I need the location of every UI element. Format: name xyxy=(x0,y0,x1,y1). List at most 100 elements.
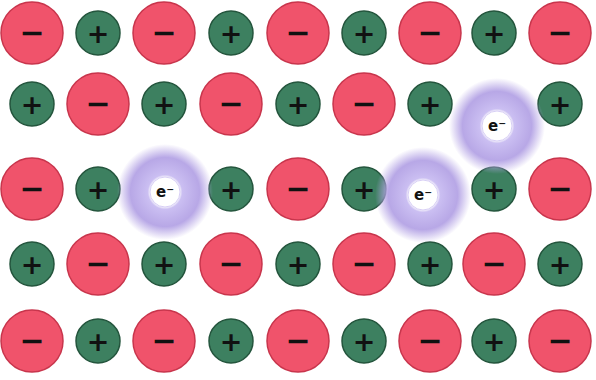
anion-circle: − xyxy=(0,157,64,221)
cation-body xyxy=(342,11,386,55)
anion-circle: − xyxy=(266,157,330,221)
anion-circle: − xyxy=(462,232,526,296)
cation-circle: + xyxy=(275,241,321,287)
charge-sign: + xyxy=(21,91,44,118)
charge-sign: − xyxy=(85,89,110,119)
cation-body xyxy=(76,167,120,211)
anion-body xyxy=(267,158,329,220)
charge-sign: − xyxy=(151,326,176,356)
anion-circle: − xyxy=(0,309,64,373)
anion-circle: − xyxy=(66,72,130,136)
trapped-electron: e⁻ xyxy=(375,147,471,243)
cation-circle: + xyxy=(75,318,121,364)
charge-sign: − xyxy=(417,326,442,356)
anion-body xyxy=(1,2,63,64)
trapped-electron: e⁻ xyxy=(449,78,545,174)
anion-body xyxy=(267,2,329,64)
charge-sign: − xyxy=(218,249,243,279)
cation-circle: + xyxy=(141,241,187,287)
charge-sign: + xyxy=(287,251,310,278)
charge-sign: + xyxy=(153,251,176,278)
cation-body xyxy=(538,242,582,286)
cation-circle: + xyxy=(275,81,321,127)
charge-sign: + xyxy=(153,91,176,118)
charge-sign: + xyxy=(419,251,442,278)
charge-sign: − xyxy=(19,326,44,356)
charge-sign: − xyxy=(417,18,442,48)
electron-core xyxy=(408,180,438,210)
charge-sign: + xyxy=(483,176,506,203)
anion-body xyxy=(333,73,395,135)
cation-circle: + xyxy=(75,166,121,212)
charge-sign: + xyxy=(483,328,506,355)
charge-sign: + xyxy=(21,251,44,278)
charge-sign: + xyxy=(353,176,376,203)
cation-body xyxy=(142,82,186,126)
anion-body xyxy=(200,233,262,295)
anion-body xyxy=(1,310,63,372)
cation-body xyxy=(472,11,516,55)
cation-body xyxy=(209,319,253,363)
anion-circle: − xyxy=(266,1,330,65)
cation-circle: + xyxy=(471,318,517,364)
cation-body xyxy=(10,242,54,286)
charge-sign: + xyxy=(353,20,376,47)
anion-body xyxy=(463,233,525,295)
anion-body xyxy=(529,310,591,372)
cation-circle: + xyxy=(341,10,387,56)
cation-body xyxy=(209,167,253,211)
anion-circle: − xyxy=(332,232,396,296)
anion-circle: − xyxy=(528,157,592,221)
charge-sign: + xyxy=(220,328,243,355)
charge-sign: + xyxy=(87,20,110,47)
anion-circle: − xyxy=(132,309,196,373)
charge-sign: + xyxy=(549,91,572,118)
charge-sign: − xyxy=(285,174,310,204)
anion-body xyxy=(67,73,129,135)
charge-sign: − xyxy=(218,89,243,119)
cation-body xyxy=(472,167,516,211)
charge-sign: + xyxy=(287,91,310,118)
cation-circle: + xyxy=(9,241,55,287)
trapped-electron: e⁻ xyxy=(117,144,213,240)
anion-circle: − xyxy=(199,72,263,136)
cation-circle: + xyxy=(471,10,517,56)
cation-circle: + xyxy=(407,241,453,287)
charge-sign: + xyxy=(87,328,110,355)
charge-sign: − xyxy=(85,249,110,279)
cation-circle: + xyxy=(341,318,387,364)
electron-halo xyxy=(449,78,545,174)
anion-body xyxy=(200,73,262,135)
anion-body xyxy=(267,310,329,372)
anion-circle: − xyxy=(66,232,130,296)
cation-body xyxy=(76,319,120,363)
anion-body xyxy=(529,2,591,64)
charge-sign: − xyxy=(481,249,506,279)
electron-label: e⁻ xyxy=(488,119,506,134)
charge-sign: + xyxy=(220,20,243,47)
cation-body xyxy=(276,242,320,286)
cation-body xyxy=(10,82,54,126)
electron-core xyxy=(482,111,512,141)
anion-body xyxy=(1,158,63,220)
charge-sign: − xyxy=(19,174,44,204)
charge-sign: − xyxy=(285,18,310,48)
anion-body xyxy=(399,310,461,372)
cation-circle: + xyxy=(407,81,453,127)
cation-body xyxy=(472,319,516,363)
cation-body xyxy=(408,82,452,126)
cation-circle: + xyxy=(75,10,121,56)
charge-sign: − xyxy=(285,326,310,356)
charge-sign: + xyxy=(419,91,442,118)
anion-circle: − xyxy=(332,72,396,136)
anion-body xyxy=(399,2,461,64)
anion-body xyxy=(133,2,195,64)
anion-body xyxy=(67,233,129,295)
electron-label: e⁻ xyxy=(156,185,174,200)
cation-circle: + xyxy=(537,241,583,287)
electron-label: e⁻ xyxy=(414,188,432,203)
charge-sign: − xyxy=(19,18,44,48)
cation-circle: + xyxy=(9,81,55,127)
charge-sign: + xyxy=(483,20,506,47)
